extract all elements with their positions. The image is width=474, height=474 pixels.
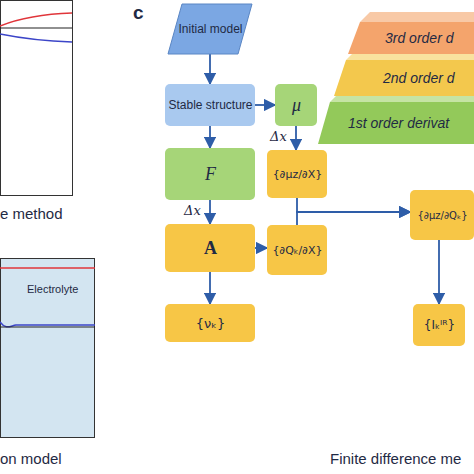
pyramid-front-face xyxy=(348,22,474,54)
derivative-box: {∂Qₖ/∂X} xyxy=(267,225,327,275)
node-text: {∂Qₖ/∂X} xyxy=(273,244,323,257)
panel-letter: c xyxy=(133,2,144,24)
flow-arrow xyxy=(297,212,410,225)
flow-arrow xyxy=(297,198,410,212)
node-text: {∂μz/∂X} xyxy=(273,168,322,181)
red-curve xyxy=(0,13,72,26)
flow-arrow xyxy=(209,200,211,224)
blue-curve xyxy=(0,322,95,327)
node-text: 3rd order d xyxy=(385,30,453,46)
quantity-box: μ xyxy=(275,84,317,126)
flow-arrow xyxy=(438,240,440,304)
matrix-box: A xyxy=(165,224,255,272)
node-text: {Iₖᴵᴿ} xyxy=(424,318,455,332)
blue-curve xyxy=(0,34,72,42)
node-text: 1st order derivat xyxy=(348,115,449,131)
start-parallelogram: Initial model xyxy=(168,4,252,54)
node-text: {νₖ} xyxy=(196,316,225,331)
node-text: A xyxy=(204,238,217,259)
intensity-box: {Iₖᴵᴿ} xyxy=(413,304,465,346)
edge-label: Δx xyxy=(184,203,201,218)
frequency-box: {νₖ} xyxy=(165,304,255,342)
flow-arrow xyxy=(209,126,211,148)
node-text: Initial model xyxy=(178,22,242,36)
pyramid-front-face xyxy=(334,60,474,96)
flow-arrow xyxy=(255,104,275,106)
pyramid-layer: 1st order derivat xyxy=(318,92,474,144)
flow-arrow xyxy=(209,272,211,304)
panel-caption: on model xyxy=(0,450,62,467)
node-text: Electrolyte xyxy=(27,283,78,295)
derivative-box: {∂μz/∂Qₖ} xyxy=(410,190,474,240)
flow-arrow xyxy=(295,126,297,150)
pyramid-top-face xyxy=(346,50,474,60)
black-line xyxy=(0,27,72,28)
red-line xyxy=(0,267,95,269)
flow-arrow xyxy=(209,54,211,84)
flow-arrow xyxy=(255,247,267,249)
black-line xyxy=(0,326,95,327)
edge-label: Δx xyxy=(270,129,287,144)
parallelogram-shape xyxy=(168,4,252,54)
node-text: {∂μz/∂Qₖ} xyxy=(417,210,467,221)
pyramid-layer: 3rd order d xyxy=(348,12,474,54)
quantity-box: F xyxy=(165,148,255,200)
pyramid-layer: 2nd order d xyxy=(334,50,474,96)
node-text: 2nd order d xyxy=(383,70,455,86)
node-text: Stable structure xyxy=(168,98,252,112)
process-box: Stable structure xyxy=(165,84,255,126)
pyramid-top-face xyxy=(330,92,474,102)
plot-frame xyxy=(1,1,73,196)
electrolyte-region: Electrolyte xyxy=(0,258,95,438)
panel-caption: e method xyxy=(0,205,63,222)
pyramid-top-face xyxy=(360,12,474,22)
node-text: μ xyxy=(292,95,301,116)
derivative-box: {∂μz/∂X} xyxy=(267,150,327,198)
pyramid-front-face xyxy=(318,102,474,144)
panel-caption: Finite difference me xyxy=(330,450,461,467)
node-text: F xyxy=(205,164,216,185)
